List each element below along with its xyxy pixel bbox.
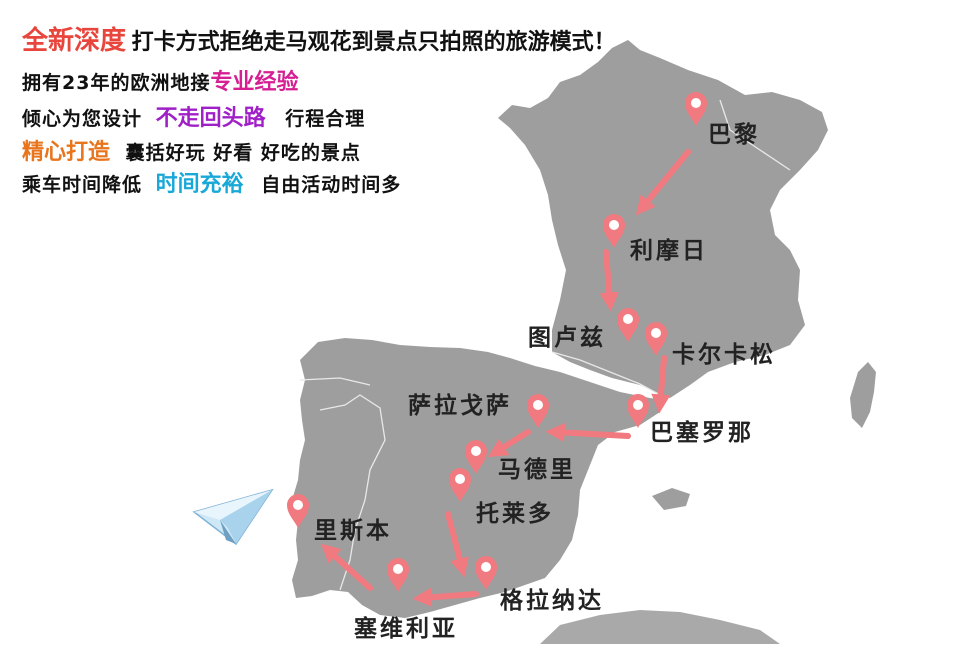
city-label-madrid: 马德里 [498, 456, 576, 483]
selling-point-4: 乘车时间降低 时间充裕 自由活动时间多 [22, 166, 401, 198]
headline-accent: 全新深度 [22, 26, 127, 56]
city-label-zaragoza: 萨拉戈萨 [408, 392, 512, 419]
highlight-text: 时间充裕 [155, 172, 244, 197]
city-label-toulouse: 图卢兹 [528, 324, 606, 351]
selling-point-1: 拥有23年的欧洲地接专业经验 [22, 64, 298, 96]
headline: 全新深度 打卡方式拒绝走马观花到景点只拍照的旅游模式！ [22, 20, 616, 57]
city-label-carcassonne: 卡尔卡松 [672, 341, 776, 368]
selling-point-2: 倾心为您设计 不走回头路 行程合理 [22, 100, 365, 132]
city-label-barcelona: 巴塞罗那 [650, 419, 754, 446]
iberia-landmass [292, 338, 664, 618]
selling-point-3: 精心打造 囊括好玩 好看 好吃的景点 [22, 134, 361, 166]
france-landmass [498, 40, 828, 398]
city-label-seville: 塞维利亚 [354, 615, 458, 642]
paper-plane-icon [192, 488, 274, 546]
city-label-limoges: 利摩日 [630, 237, 708, 264]
highlight-text: 精心打造 [22, 140, 111, 165]
city-label-toledo: 托莱多 [476, 500, 554, 527]
headline-rest: 打卡方式拒绝走马观花到景点只拍照的旅游模式！ [131, 30, 616, 55]
corsica-island [850, 362, 876, 428]
city-label-granada: 格拉纳达 [500, 587, 604, 614]
city-label-paris: 巴黎 [708, 121, 760, 148]
highlight-text: 不走回头路 [155, 106, 266, 131]
balearic-islands [652, 488, 690, 510]
highlight-text: 专业经验 [210, 70, 299, 95]
route-arrow-icon [320, 149, 691, 607]
city-label-lisbon: 里斯本 [314, 517, 392, 544]
north-africa-landmass [540, 610, 780, 644]
